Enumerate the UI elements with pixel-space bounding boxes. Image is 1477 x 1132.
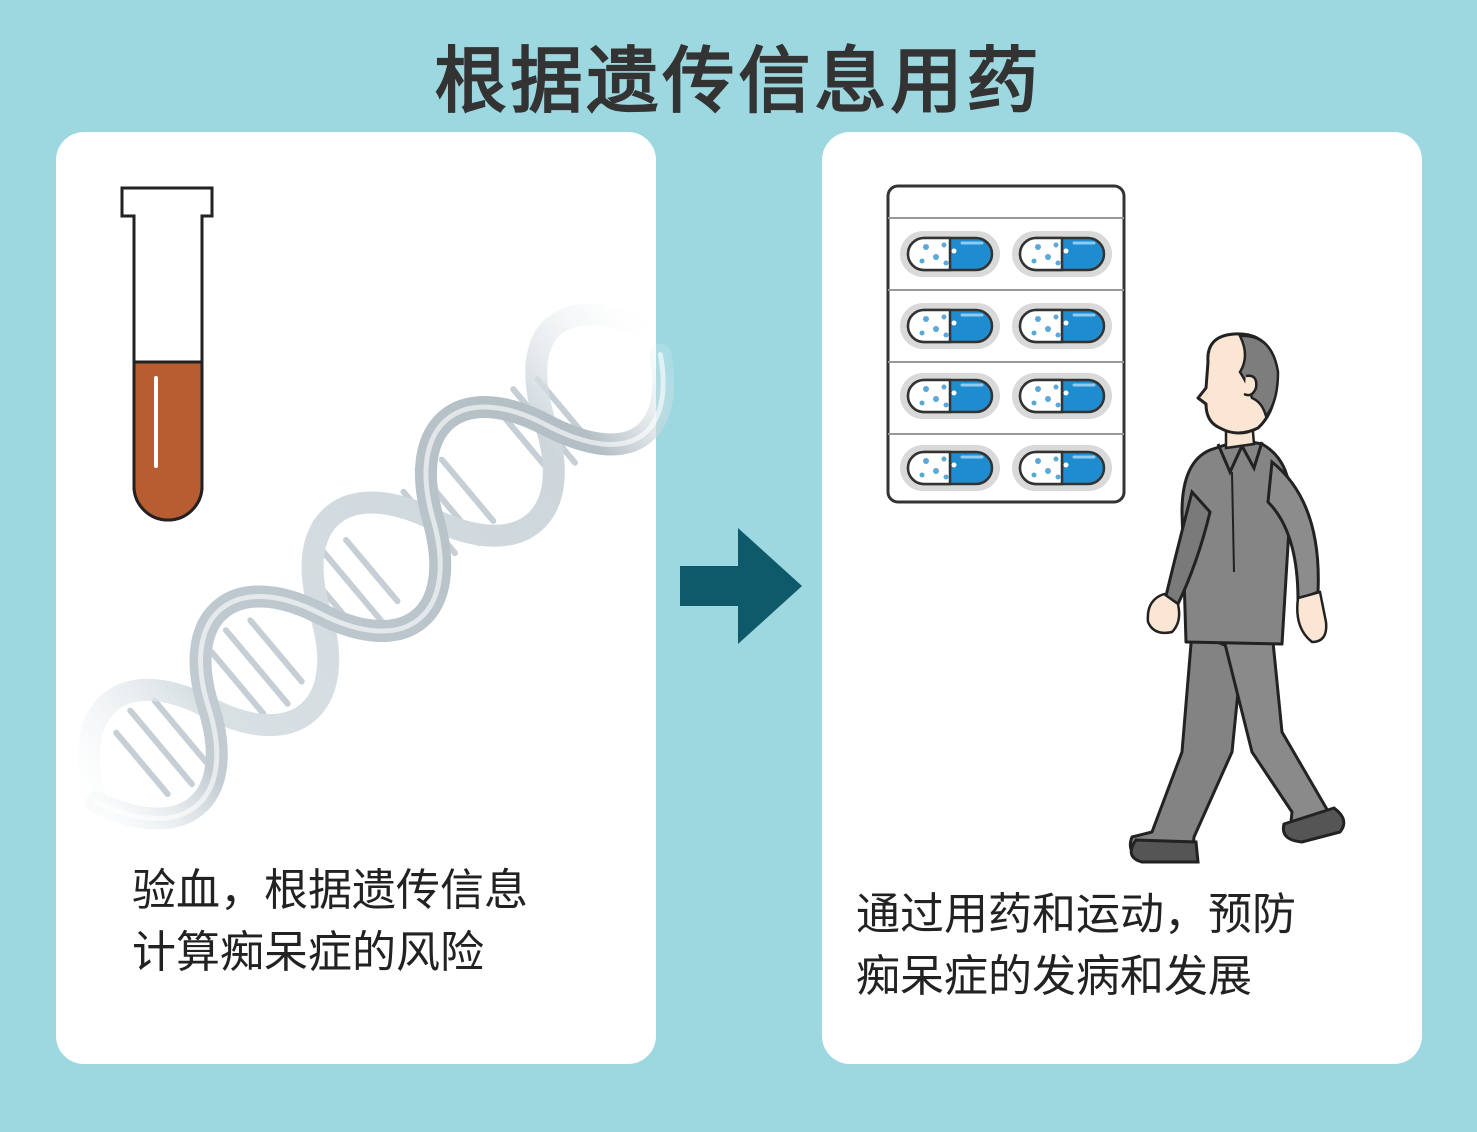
left-panel: 验血，根据遗传信息 计算痴呆症的风险 bbox=[56, 132, 675, 1064]
right-caption-line-1: 通过用药和运动，预防 bbox=[856, 889, 1296, 940]
right-caption: 通过用药和运动，预防 痴呆症的发病和发展 bbox=[856, 884, 1396, 1008]
pill-blister-pack-icon bbox=[886, 184, 1126, 504]
walking-elderly-man-icon bbox=[1128, 332, 1346, 864]
left-caption-line-2: 计算痴呆症的风险 bbox=[132, 927, 484, 978]
right-arrow-icon bbox=[680, 528, 802, 644]
dna-helix-icon bbox=[77, 303, 675, 830]
right-caption-line-2: 痴呆症的发病和发展 bbox=[856, 951, 1252, 1002]
test-tube-icon bbox=[120, 186, 214, 522]
page-title: 根据遗传信息用药 bbox=[434, 39, 1043, 123]
left-caption-line-1: 验血，根据遗传信息 bbox=[132, 865, 528, 916]
left-caption: 验血，根据遗传信息 计算痴呆症的风险 bbox=[132, 860, 632, 984]
right-panel: 通过用药和运动，预防 痴呆症的发病和发展 bbox=[822, 132, 1422, 1064]
